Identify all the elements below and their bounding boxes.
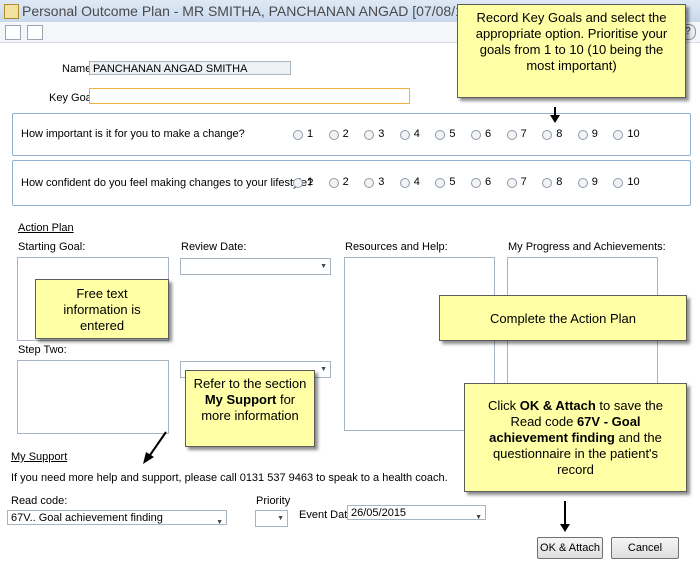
radio-label: 7 xyxy=(520,176,527,188)
resources-textarea[interactable] xyxy=(344,257,495,431)
event-date-label: Event Date xyxy=(299,509,354,521)
chevron-down-icon: ▼ xyxy=(277,515,284,522)
ok-attach-arrow xyxy=(564,501,566,525)
resources-label: Resources and Help: xyxy=(345,241,448,253)
ok-attach-callout: Click OK & Attach to save the Read code … xyxy=(464,383,687,492)
my-support-heading: My Support xyxy=(11,451,68,463)
radio-label: 8 xyxy=(556,128,563,140)
my-support-arrow xyxy=(143,431,167,464)
importance-question: How important is it for you to make a ch… xyxy=(21,128,245,140)
key-goals-callout: Record Key Goals and select the appropri… xyxy=(457,4,686,98)
radio-option[interactable] xyxy=(506,178,517,188)
step-two-textarea[interactable] xyxy=(17,360,169,434)
free-text-callout: Free text information is entered xyxy=(35,279,169,339)
radio-label: 1 xyxy=(307,128,314,140)
radio-label: 9 xyxy=(591,176,598,188)
radio-option[interactable] xyxy=(293,130,303,140)
arrow-down-icon xyxy=(560,524,570,532)
radio-label: 3 xyxy=(378,176,385,188)
action-plan-callout: Complete the Action Plan xyxy=(439,295,687,341)
callout-bold-text: 67V - Goal achievement finding xyxy=(489,414,641,445)
review-date-label: Review Date: xyxy=(181,241,247,253)
chevron-down-icon: ▼ xyxy=(216,519,223,526)
radio-option[interactable] xyxy=(577,178,588,188)
action-plan-heading: Action Plan xyxy=(18,222,74,234)
callout-text: for more information xyxy=(201,392,299,423)
radio-option[interactable] xyxy=(542,130,553,140)
confidence-group xyxy=(12,160,691,206)
radio-label: 1 xyxy=(307,176,314,188)
event-date-value: 26/05/2015 xyxy=(351,507,407,519)
arrow-down-icon xyxy=(550,115,560,123)
radio-label: 10 xyxy=(627,128,640,140)
radio-option[interactable] xyxy=(328,178,339,188)
priority-dropdown[interactable]: ▼ xyxy=(255,510,288,527)
preview-icon[interactable] xyxy=(5,25,21,40)
radio-option[interactable] xyxy=(506,130,517,140)
radio-label: 5 xyxy=(449,176,456,188)
name-field: PANCHANAN ANGAD SMITHA xyxy=(89,61,291,75)
callout-bold-text: OK & Attach xyxy=(519,398,596,413)
callout-bold-text: My Support xyxy=(204,392,277,407)
radio-label: 5 xyxy=(449,128,456,140)
confidence-question: How confident do you feel making changes… xyxy=(21,177,314,189)
callout-text: Click xyxy=(487,398,520,413)
radio-option[interactable] xyxy=(613,130,624,140)
chevron-down-icon: ▼ xyxy=(320,366,327,373)
callout-text: to save the Read code xyxy=(510,398,664,429)
key-goal-input[interactable] xyxy=(89,88,410,104)
support-text: If you need more help and support, pleas… xyxy=(11,472,448,484)
callout-text: Refer to the section xyxy=(193,376,307,391)
key-goal-label: Key Goal xyxy=(49,92,95,104)
radio-label: 10 xyxy=(627,176,640,188)
step-two-label: Step Two: xyxy=(18,344,67,356)
radio-label: 9 xyxy=(591,128,598,140)
radio-option[interactable] xyxy=(435,178,446,188)
radio-label: 6 xyxy=(485,176,492,188)
radio-option[interactable] xyxy=(471,178,481,188)
starting-goal-label: Starting Goal: xyxy=(18,241,86,253)
read-code-dropdown[interactable]: 67V.. Goal achievement finding ▼ xyxy=(7,510,227,526)
radio-label: 4 xyxy=(413,176,420,188)
progress-label: My Progress and Achievements: xyxy=(508,241,666,253)
radio-label: 8 xyxy=(556,176,563,188)
cancel-button[interactable]: Cancel xyxy=(611,537,679,559)
key-goals-arrow xyxy=(554,107,556,115)
radio-option[interactable] xyxy=(542,178,553,188)
radio-label: 2 xyxy=(342,176,349,188)
ok-attach-button[interactable]: OK & Attach xyxy=(537,537,603,559)
radio-option[interactable] xyxy=(364,130,375,140)
radio-label: 6 xyxy=(485,128,492,140)
radio-option[interactable] xyxy=(435,130,446,140)
radio-label: 7 xyxy=(520,128,527,140)
radio-option[interactable] xyxy=(471,130,481,140)
radio-option[interactable] xyxy=(399,178,410,188)
read-code-value: 67V.. Goal achievement finding xyxy=(11,512,163,524)
chevron-down-icon: ▼ xyxy=(320,263,327,270)
radio-label: 4 xyxy=(413,128,420,140)
radio-label: 3 xyxy=(378,128,385,140)
radio-option[interactable] xyxy=(399,130,410,140)
my-support-callout: Refer to the section My Support for more… xyxy=(185,370,315,447)
radio-option[interactable] xyxy=(577,130,588,140)
priority-label: Priority xyxy=(256,495,291,507)
callout-text: and the questionnaire in the patient's r… xyxy=(492,430,662,477)
radio-option[interactable] xyxy=(613,178,624,188)
importance-group xyxy=(12,113,691,156)
radio-option[interactable] xyxy=(328,130,339,140)
print-icon[interactable] xyxy=(27,25,43,40)
read-code-label: Read code: xyxy=(11,495,68,507)
review-date-dropdown[interactable]: ▼ xyxy=(180,258,331,275)
event-date-picker[interactable]: 26/05/2015 ▼ xyxy=(347,505,486,521)
app-icon xyxy=(4,4,19,19)
window-title: Personal Outcome Plan - MR SMITHA, PANCH… xyxy=(22,3,491,19)
radio-option[interactable] xyxy=(293,178,303,188)
name-label: Name xyxy=(62,63,92,75)
chevron-down-icon: ▼ xyxy=(475,514,482,521)
radio-option[interactable] xyxy=(364,178,375,188)
radio-label: 2 xyxy=(342,128,349,140)
